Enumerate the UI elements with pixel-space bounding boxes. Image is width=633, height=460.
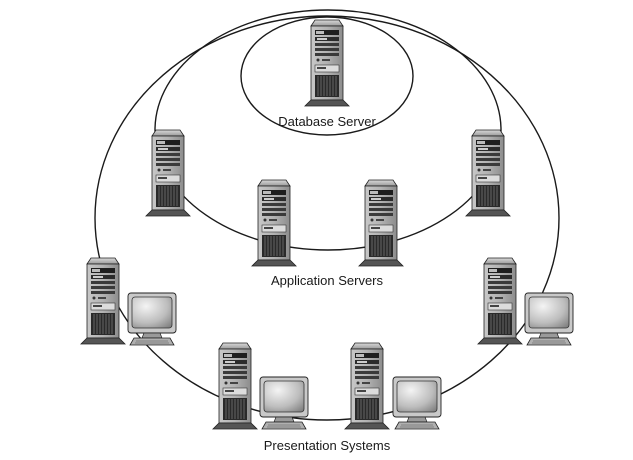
application-tier-ring — [154, 9, 502, 251]
database-server-icon — [304, 19, 350, 107]
database-server-label: Database Server — [278, 114, 376, 129]
application-server-icon — [251, 179, 297, 267]
presentation-server-icon — [80, 257, 126, 345]
application-servers-label: Application Servers — [271, 273, 383, 288]
application-server-icon — [358, 179, 404, 267]
monitor-icon — [392, 376, 442, 430]
monitor-icon — [259, 376, 309, 430]
presentation-systems-label: Presentation Systems — [264, 438, 391, 453]
presentation-server-icon — [477, 257, 523, 345]
monitor-icon — [127, 292, 177, 346]
application-server-icon — [145, 129, 191, 217]
presentation-tier-ring — [94, 15, 560, 421]
monitor-icon — [524, 292, 574, 346]
presentation-server-icon — [344, 342, 390, 430]
presentation-server-icon — [212, 342, 258, 430]
application-server-icon — [465, 129, 511, 217]
database-tier-ring — [240, 16, 414, 136]
